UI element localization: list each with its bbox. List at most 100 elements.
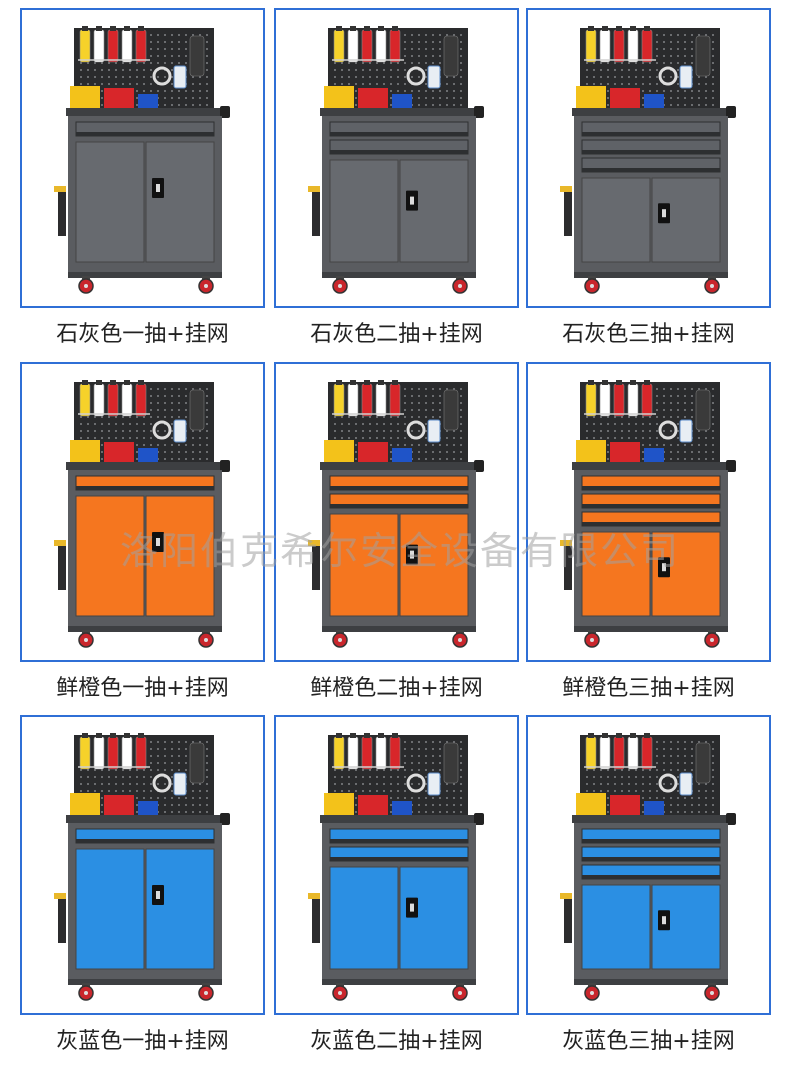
drawer-handle — [582, 150, 720, 154]
door-left — [581, 884, 651, 970]
spray-can — [107, 383, 119, 417]
product-image-8 — [274, 715, 519, 1015]
spray-can — [599, 736, 611, 770]
bin-red — [358, 442, 388, 462]
door-right — [145, 141, 215, 263]
tape-roll — [658, 66, 678, 86]
cabinet-base — [574, 626, 728, 632]
bin-blue — [138, 448, 158, 462]
drawer-handle — [330, 486, 468, 490]
door-left — [581, 531, 651, 617]
product-image-5 — [274, 362, 519, 662]
hand-tool — [189, 389, 205, 431]
bin-red — [610, 442, 640, 462]
bin-yellow — [576, 86, 606, 108]
product-caption: 石灰色三抽+挂网 — [562, 322, 735, 347]
spray-can — [347, 736, 359, 770]
hand-tool — [443, 389, 459, 431]
product-image-7 — [20, 715, 265, 1015]
bin-red — [610, 795, 640, 815]
cabinet-top — [320, 815, 478, 823]
drawer-handle — [582, 857, 720, 861]
tape-roll — [152, 66, 172, 86]
cabinet-top — [572, 108, 730, 116]
tape-roll — [152, 420, 172, 440]
drawer-handle — [582, 486, 720, 490]
bin-yellow — [324, 440, 354, 462]
tape-roll — [658, 420, 678, 440]
product-caption: 鲜橙色二抽+挂网 — [310, 676, 483, 701]
drawer-handle — [582, 132, 720, 136]
spray-can — [121, 29, 133, 63]
bin-yellow — [324, 793, 354, 815]
spray-can — [135, 736, 147, 770]
spray-can — [375, 383, 387, 417]
spray-can — [93, 736, 105, 770]
hand-tool — [695, 742, 711, 784]
bin-red — [104, 795, 134, 815]
spray-can — [389, 29, 401, 63]
door-right — [145, 495, 215, 617]
hand-tool — [695, 389, 711, 431]
bin-blue — [392, 801, 412, 815]
spray-can — [121, 383, 133, 417]
spray-can — [93, 383, 105, 417]
cabinet-base — [574, 272, 728, 278]
drawer-handle — [76, 839, 214, 843]
spray-can — [641, 29, 653, 63]
door-left — [75, 141, 145, 263]
bin-yellow — [70, 440, 100, 462]
tape-roll — [152, 773, 172, 793]
spray-can — [375, 736, 387, 770]
door-right — [399, 866, 469, 970]
drawer-handle — [330, 839, 468, 843]
spray-can — [389, 383, 401, 417]
spray-can — [333, 29, 345, 63]
bin-blue — [138, 801, 158, 815]
hand-tool — [443, 742, 459, 784]
hand-tool — [443, 35, 459, 77]
tape-roll — [406, 773, 426, 793]
spray-can — [79, 736, 91, 770]
bin-red — [104, 88, 134, 108]
spray-can — [613, 383, 625, 417]
spray-can — [135, 29, 147, 63]
door-right — [145, 848, 215, 970]
tape-roll — [658, 773, 678, 793]
spray-can — [585, 29, 597, 63]
bin-yellow — [576, 440, 606, 462]
bin-yellow — [324, 86, 354, 108]
spray-can — [613, 736, 625, 770]
drawer-handle — [330, 504, 468, 508]
spray-can — [347, 29, 359, 63]
spray-can — [107, 29, 119, 63]
spray-can — [585, 383, 597, 417]
product-caption: 石灰色二抽+挂网 — [310, 322, 483, 347]
bin-yellow — [576, 793, 606, 815]
cabinet-base — [322, 626, 476, 632]
product-caption: 石灰色一抽+挂网 — [56, 322, 229, 347]
product-image-6 — [526, 362, 771, 662]
spray-can — [347, 383, 359, 417]
spray-can — [121, 736, 133, 770]
bin-blue — [392, 448, 412, 462]
bin-blue — [138, 94, 158, 108]
spray-can — [79, 29, 91, 63]
product-caption: 灰蓝色一抽+挂网 — [56, 1029, 229, 1054]
spray-can — [375, 29, 387, 63]
cabinet-base — [68, 272, 222, 278]
bin-blue — [644, 448, 664, 462]
door-left — [329, 159, 399, 263]
spray-can — [585, 736, 597, 770]
drawer-handle — [582, 839, 720, 843]
bin-red — [358, 795, 388, 815]
bin-red — [104, 442, 134, 462]
spray-can — [361, 736, 373, 770]
bin-yellow — [70, 793, 100, 815]
bin-yellow — [70, 86, 100, 108]
cabinet-top — [66, 462, 224, 470]
product-caption: 鲜橙色一抽+挂网 — [56, 676, 229, 701]
spray-can — [641, 383, 653, 417]
cabinet-top — [572, 815, 730, 823]
hand-tool — [189, 35, 205, 77]
